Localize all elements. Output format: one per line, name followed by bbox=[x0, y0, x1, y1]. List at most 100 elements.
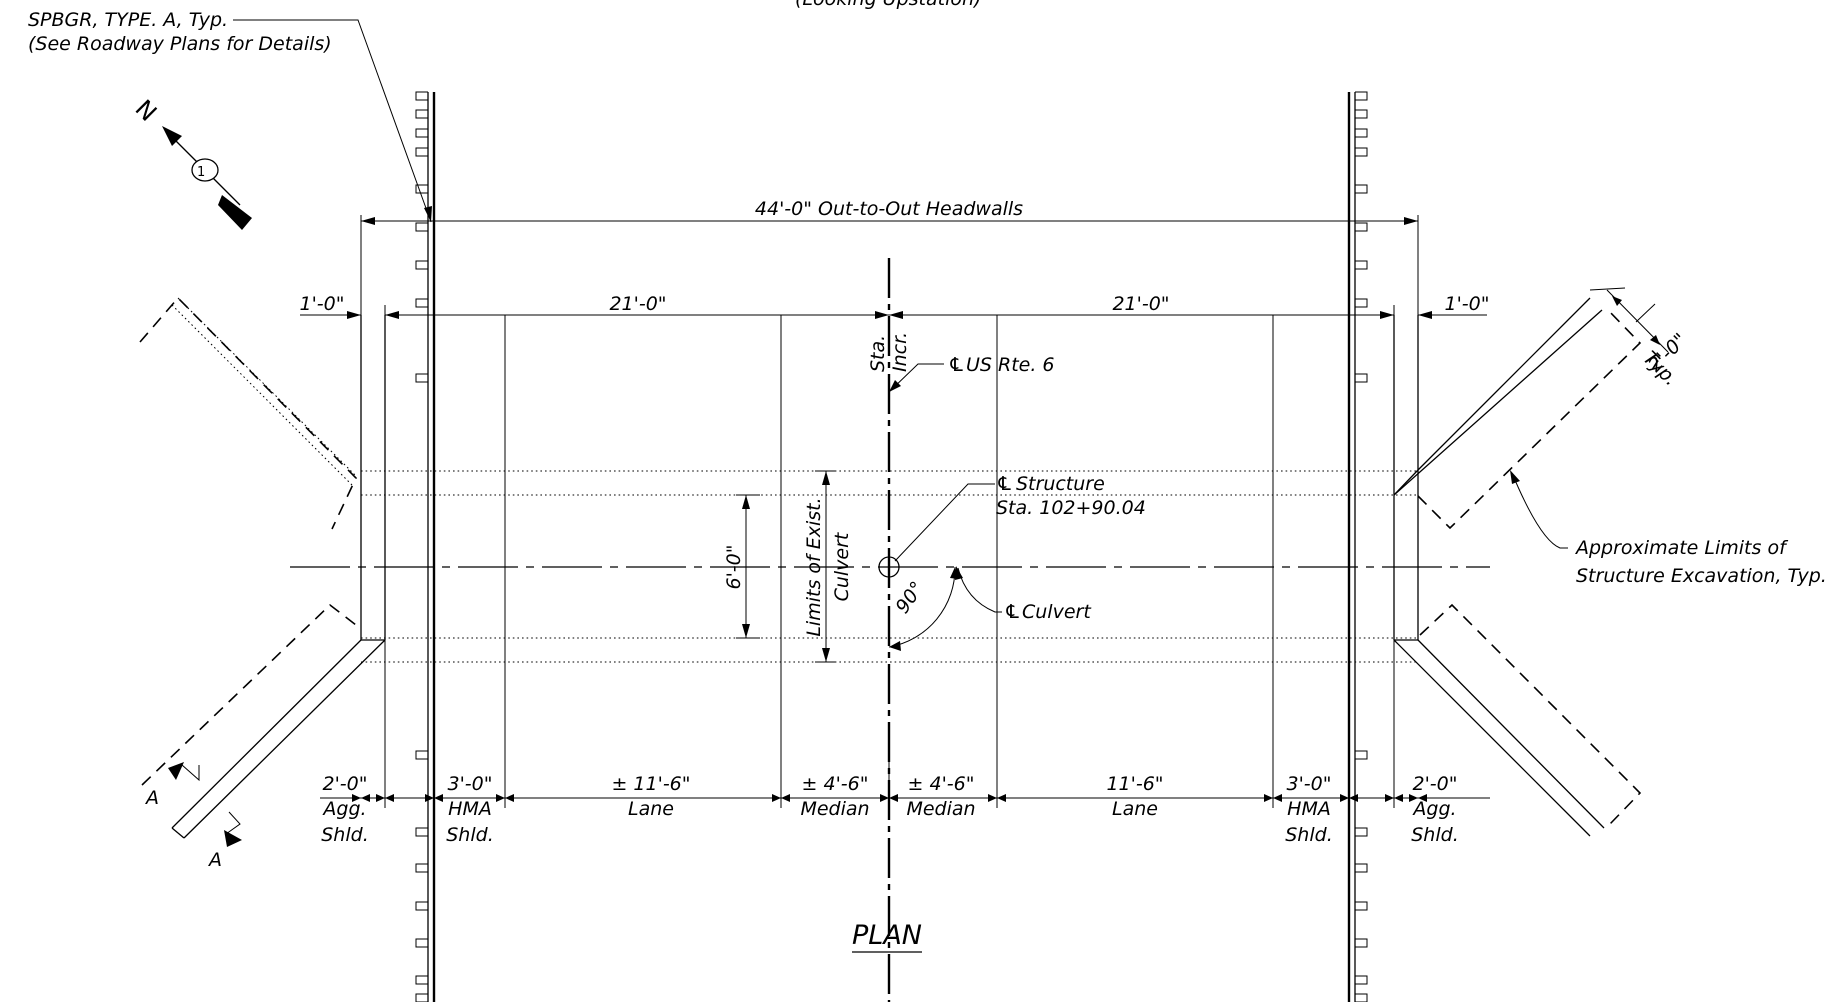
guardrail-post bbox=[415, 260, 428, 270]
right-half-dimension: 21'-0" bbox=[1112, 293, 1169, 315]
guardrail-post bbox=[415, 147, 428, 157]
section-cut-a: A A bbox=[144, 762, 242, 871]
left-wingwall-upper bbox=[139, 296, 357, 530]
excavation-leader bbox=[1511, 472, 1568, 549]
guardrail-left bbox=[415, 91, 436, 1002]
view-note: (Looking Upstation) bbox=[795, 0, 981, 10]
bottom-dimension-value: 11'-6" bbox=[1106, 773, 1163, 795]
guardrail-post bbox=[1355, 128, 1368, 138]
structure-centerline-label: Structure bbox=[1016, 473, 1105, 495]
bottom-dimension-line1: Agg. bbox=[321, 798, 366, 820]
lane-lines bbox=[504, 315, 1274, 808]
plan-title: PLAN bbox=[852, 920, 922, 951]
dimension-arrow bbox=[781, 794, 790, 802]
station-increase-label-2: Incr. bbox=[889, 332, 911, 372]
dimension-arrow bbox=[1264, 794, 1273, 802]
left-edge-dimension: 1'-0" bbox=[300, 293, 345, 315]
skew-angle-arrow-1 bbox=[889, 641, 901, 651]
dimension-arrow bbox=[1394, 794, 1403, 802]
dimension-arrow bbox=[376, 794, 385, 802]
bottom-dimension-value: ± 4'-6" bbox=[908, 773, 975, 795]
guardrail-post bbox=[415, 91, 428, 101]
bottom-dimension-value: 2'-0" bbox=[323, 773, 368, 795]
bottom-dimension-line bbox=[320, 640, 1490, 808]
bottom-dimension-value: ± 4'-6" bbox=[802, 773, 869, 795]
culvert-leader bbox=[957, 567, 1002, 613]
culvert-width-dimension: 6'-0" bbox=[723, 494, 760, 639]
dimension-arrow bbox=[997, 794, 1006, 802]
structure-point bbox=[878, 556, 900, 578]
bottom-dimension-line1: HMA bbox=[1287, 798, 1331, 820]
structure-leader bbox=[894, 483, 995, 562]
guardrail-post bbox=[415, 222, 428, 232]
dimension-arrow bbox=[1340, 794, 1349, 802]
right-edge-dimension: 1'-0" bbox=[1445, 293, 1490, 315]
guardrail-post bbox=[415, 938, 428, 948]
dimension-arrow bbox=[1349, 794, 1358, 802]
guardrail-post bbox=[1355, 260, 1368, 270]
guardrail-post bbox=[1355, 863, 1368, 873]
left-half-dimension: 21'-0" bbox=[609, 293, 666, 315]
dimension-arrow bbox=[361, 794, 370, 802]
dimension-arrow bbox=[988, 794, 997, 802]
guardrail-post bbox=[1355, 750, 1368, 760]
culvert-outline bbox=[361, 470, 1418, 663]
guardrail-post bbox=[1355, 975, 1368, 985]
headwalls bbox=[360, 315, 1419, 641]
guardrail-post bbox=[1355, 827, 1368, 837]
dimension-arrow bbox=[496, 794, 505, 802]
guardrail-post bbox=[415, 298, 428, 308]
north-arrow-icon: 1 N bbox=[130, 94, 252, 230]
guardrail-leader bbox=[233, 19, 432, 223]
dimension-arrow bbox=[772, 794, 781, 802]
north-label: N bbox=[130, 94, 162, 126]
guardrail-post bbox=[1355, 901, 1368, 911]
limits-label-2: Culvert bbox=[831, 531, 853, 601]
guardrail-post bbox=[1355, 222, 1368, 232]
excavation-note-line1: Approximate Limits of bbox=[1574, 537, 1789, 559]
skew-angle-label: 90° bbox=[891, 577, 928, 617]
bottom-dimension-line1: Lane bbox=[628, 798, 674, 820]
dimension-arrow bbox=[1409, 794, 1418, 802]
route-centerline-symbol: ℄ bbox=[948, 354, 965, 376]
bottom-dimension-line1: Median bbox=[906, 798, 975, 820]
route-leader-arrow bbox=[889, 380, 901, 392]
dimension-arrow bbox=[434, 794, 443, 802]
dimension-arrow bbox=[880, 794, 889, 802]
bottom-dimension-line2: Shld. bbox=[1411, 824, 1458, 846]
bottom-dimension-line1: Agg. bbox=[1411, 798, 1456, 820]
guardrail-post bbox=[1355, 109, 1368, 119]
skew-angle-arrow-2 bbox=[950, 567, 959, 579]
excavation-note-line2: Structure Excavation, Typ. bbox=[1576, 565, 1825, 587]
left-wingwall-lower bbox=[141, 603, 386, 839]
culvert-width-label: 6'-0" bbox=[723, 545, 745, 590]
svg-text:1: 1 bbox=[197, 165, 205, 180]
guardrail-post bbox=[415, 863, 428, 873]
dimension-arrow bbox=[385, 794, 394, 802]
guardrail-post bbox=[1355, 298, 1368, 308]
section-letter-lower: A bbox=[207, 849, 222, 871]
guardrail-post bbox=[415, 827, 428, 837]
bottom-dimension-value: 3'-0" bbox=[1287, 773, 1332, 795]
right-wingwall-lower bbox=[1393, 603, 1642, 837]
dimension-arrow bbox=[425, 794, 434, 802]
guardrail-post bbox=[415, 109, 428, 119]
skew-angle-arc bbox=[888, 566, 956, 648]
guardrail-post bbox=[1355, 147, 1368, 157]
section-letter-upper: A bbox=[144, 787, 159, 809]
bottom-dimension-line2: Shld. bbox=[1285, 824, 1332, 846]
guardrail-post bbox=[1355, 91, 1368, 101]
wing-offset-dimension: 2'-0" Typ. bbox=[1589, 287, 1691, 390]
guardrail-post bbox=[1355, 373, 1368, 383]
guardrail-post bbox=[415, 975, 428, 985]
guardrail-post bbox=[415, 184, 428, 194]
dimension-arrow bbox=[352, 794, 361, 802]
guardrail-post bbox=[415, 128, 428, 138]
guardrail-right bbox=[1347, 91, 1368, 1002]
bottom-dimension-line2: Shld. bbox=[321, 824, 368, 846]
bottom-dimension-line1: HMA bbox=[448, 798, 492, 820]
guardrail-post bbox=[415, 993, 428, 1002]
bottom-dimension-line2: Shld. bbox=[446, 824, 493, 846]
dimension-arrow bbox=[1385, 794, 1394, 802]
